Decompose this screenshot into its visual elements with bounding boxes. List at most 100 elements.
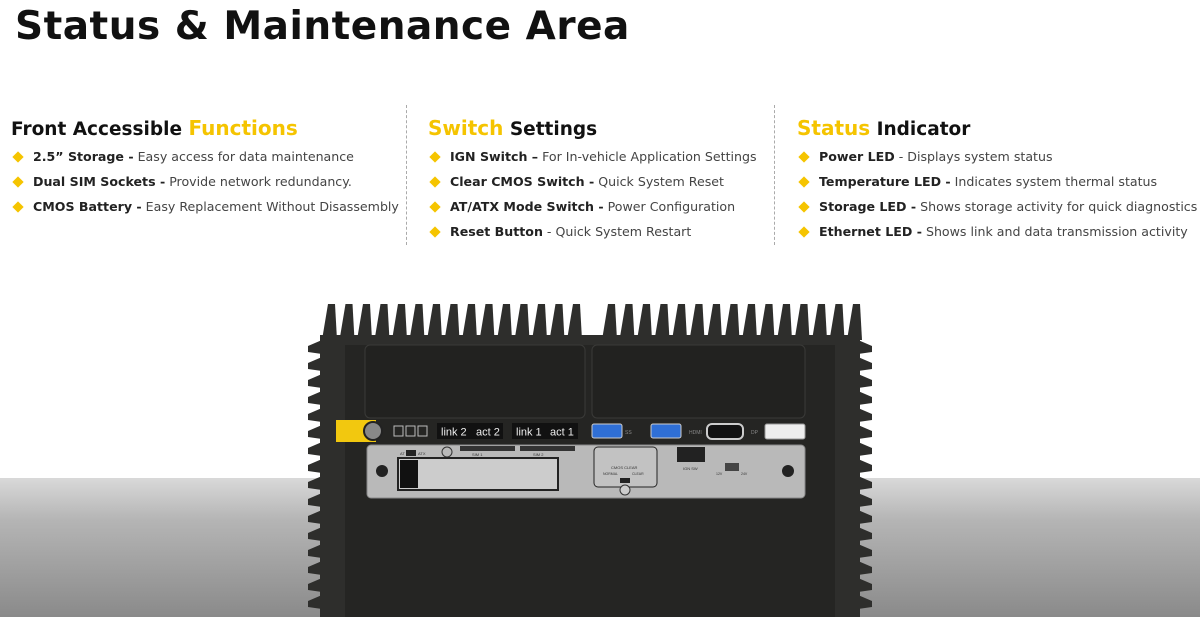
led-label: act 2 [476,427,500,439]
column-heading: Switch Settings [428,116,598,140]
column-heading: Front Accessible Functions [11,116,298,140]
fin [308,425,322,439]
fin [858,544,872,558]
fin [322,304,337,340]
screw-icon [619,484,631,496]
fin [308,510,322,524]
fin [308,442,322,456]
fin [392,304,407,340]
fin [308,340,322,354]
fin [858,340,872,354]
fin [357,304,372,340]
voltage-switch[interactable] [725,463,739,471]
fin [829,304,845,340]
list-item: Storage LED -Shows storage activity for … [797,199,1197,224]
displayport-port[interactable] [764,423,806,440]
fin [532,304,547,340]
svg-text:12V: 12V [716,472,723,476]
diamond-bullet-icon [429,201,441,213]
svg-text:CLEAR: CLEAR [632,472,644,476]
list-item: 2.5” Storage -Easy access for data maint… [11,149,399,174]
diamond-bullet-icon [12,151,24,163]
svg-text:ATX: ATX [418,451,426,456]
ign-dip-switch[interactable] [677,447,705,462]
svg-text:SIM 2: SIM 2 [533,452,544,457]
list-item: CMOS Battery -Easy Replacement Without D… [11,199,399,224]
sim-slot[interactable] [460,446,515,451]
power-button[interactable] [363,421,383,441]
svg-text:AT: AT [400,451,405,456]
fin [308,544,322,558]
fin [812,304,827,340]
svg-text:SS: SS [625,430,632,436]
fin [858,527,872,541]
fin [858,391,872,405]
device-front-illustration: link 2 act 2 link 1 act 1 SS HDMI DP AT … [308,304,872,617]
fin [308,357,322,371]
cmos-clear-switch[interactable] [620,478,630,483]
list-item: Ethernet LED -Shows link and data transm… [797,224,1197,249]
list-item: Temperature LED -Indicates system therma… [797,174,1197,199]
fin [777,304,792,340]
fin [497,304,512,340]
page-title: Status & Maintenance Area [15,4,630,49]
hdmi-port[interactable] [706,423,744,440]
fin [858,578,872,592]
column-front-functions: Front Accessible Functions 2.5” Storage … [11,116,399,224]
fin [672,304,687,340]
sim-slot[interactable] [520,446,575,451]
fin [308,561,322,575]
svg-text:CMOS CLEAR: CMOS CLEAR [611,465,638,470]
fin [858,425,872,439]
top-cover-right [591,344,806,419]
fin [619,304,635,340]
diamond-bullet-icon [429,176,441,188]
usb-port[interactable] [591,423,623,439]
divider [774,105,775,245]
fin [858,459,872,473]
list-item: Reset Button- Quick System Restart [428,224,757,249]
fin [858,357,872,371]
fin [308,493,322,507]
fin [858,510,872,524]
led-label: link 1 [516,427,542,439]
fin [549,304,565,340]
fin [462,304,477,340]
usb-port[interactable] [650,423,682,439]
diamond-bullet-icon [12,201,24,213]
screw-icon [376,465,388,477]
fin [409,304,425,340]
list-item: IGN Switch –For In-vehicle Application S… [428,149,757,174]
list-item: Power LED - Displays system status [797,149,1197,174]
fin [479,304,495,340]
list-item: AT/ATX Mode Switch -Power Configuration [428,199,757,224]
storage-handle[interactable] [400,460,418,488]
at-atx-switch[interactable] [406,450,416,456]
fin [724,304,740,340]
column-heading: Status Indicator [797,116,971,140]
fin [308,408,322,422]
fin [339,304,355,340]
fin [427,304,442,340]
fin [858,561,872,575]
diamond-bullet-icon [12,176,24,188]
diamond-bullet-icon [798,176,810,188]
fin [858,595,872,609]
top-cover-left [364,344,586,419]
list-item: Clear CMOS Switch -Quick System Reset [428,174,757,199]
fin [444,304,460,340]
svg-text:HDMI: HDMI [689,430,702,436]
fin [847,304,862,340]
storage-tray[interactable] [397,457,559,491]
fin [858,476,872,490]
svg-text:NORMAL: NORMAL [603,472,618,476]
column-status-indicator: Status Indicator Power LED - Displays sy… [797,116,1197,249]
led-label: link 2 [441,427,467,439]
fin [308,527,322,541]
fin [742,304,757,340]
fin [514,304,530,340]
svg-text:SIM 1: SIM 1 [472,452,483,457]
svg-text:IGN SW: IGN SW [683,466,698,471]
fin [637,304,652,340]
fin [308,595,322,609]
